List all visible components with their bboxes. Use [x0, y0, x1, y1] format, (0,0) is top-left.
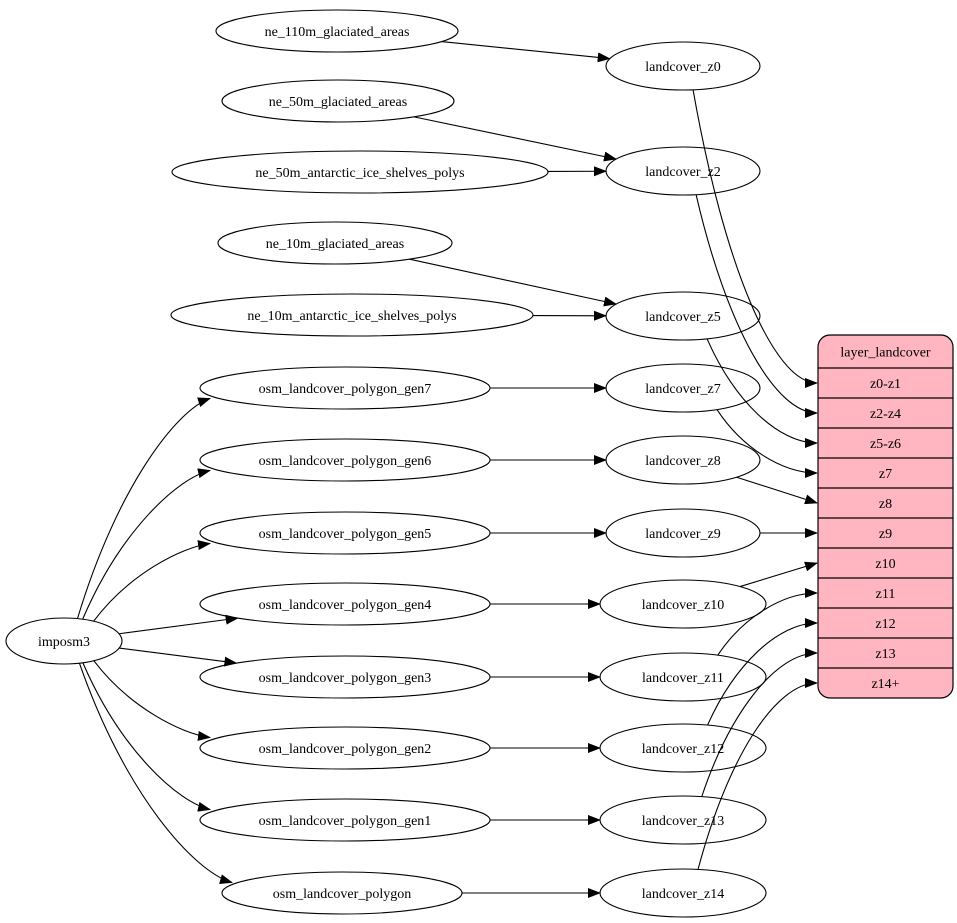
edge-landcover_z7-to-row-z7: [716, 409, 818, 478]
node-landcover_z7: landcover_z7: [605, 363, 761, 413]
table-row-z13: z13: [875, 647, 895, 662]
node-osm_landcover_polygon_gen5: osm_landcover_polygon_gen5: [199, 511, 491, 555]
edge-landcover_z2-to-row-z2-z4: [695, 194, 818, 418]
table-row-z9: z9: [879, 527, 892, 542]
edge-landcover_z14-to-row-z14+: [697, 678, 818, 870]
layer-landcover-table-frame: [817, 334, 954, 699]
node-osm_landcover_polygon_gen3: osm_landcover_polygon_gen3: [199, 655, 491, 699]
node-osm_landcover_polygon_gen4-label: osm_landcover_polygon_gen4: [259, 598, 432, 613]
node-osm_landcover_polygon_gen2: osm_landcover_polygon_gen2: [199, 726, 491, 770]
node-ne_50m_glaciated_areas: ne_50m_glaciated_areas: [221, 79, 455, 123]
table-row-z8: z8: [879, 497, 892, 512]
table-row-z7: z7: [879, 467, 892, 482]
node-ne_110m_glaciated_areas-shape: [215, 9, 459, 53]
edge-ne_10m_glaciated_areas-to-landcover_z5: [409, 258, 617, 307]
table-row-z11: z11: [876, 587, 896, 602]
edge-imposm3-to-osm_landcover_polygon_gen1: [82, 662, 211, 812]
edge-landcover_z0-to-row-z0-z1: [692, 89, 818, 388]
node-landcover_z5-label: landcover_z5: [645, 310, 720, 325]
node-landcover_z9: landcover_z9: [605, 508, 761, 558]
node-ne_50m_antarctic_ice_shelves_polys-label: ne_50m_antarctic_ice_shelves_polys: [255, 166, 464, 181]
node-landcover_z10: landcover_z10: [599, 579, 767, 629]
node-ne_50m_glaciated_areas-label: ne_50m_glaciated_areas: [269, 95, 407, 110]
table-row-z0-z1: z0-z1: [870, 377, 901, 392]
node-landcover_z0-shape: [605, 41, 761, 91]
node-ne_10m_antarctic_ice_shelves_polys: ne_10m_antarctic_ice_shelves_polys: [170, 293, 534, 337]
node-ne_50m_glaciated_areas-shape: [221, 79, 455, 123]
node-landcover_z2: landcover_z2: [605, 146, 761, 196]
node-landcover_z8-label: landcover_z8: [645, 454, 720, 469]
node-imposm3-label: imposm3: [38, 635, 90, 650]
node-osm_landcover_polygon_gen6: osm_landcover_polygon_gen6: [199, 438, 491, 482]
node-osm_landcover_polygon_gen4: osm_landcover_polygon_gen4: [199, 582, 491, 626]
node-imposm3: imposm3: [5, 617, 123, 665]
edge-landcover_z11-to-row-z11: [717, 588, 818, 656]
node-osm_landcover_polygon_gen3-label: osm_landcover_polygon_gen3: [259, 671, 432, 686]
node-landcover_z13-label: landcover_z13: [642, 814, 724, 829]
edge-imposm3-to-osm_landcover_polygon_gen6: [82, 468, 211, 620]
layer-landcover-table: layer_landcover z0-z1 z2-z4 z5-z6 z7 z8 z9 z10 z…: [817, 334, 954, 699]
node-landcover_z14-label: landcover_z14: [642, 887, 724, 902]
table-header: layer_landcover: [840, 345, 931, 360]
node-ne_110m_glaciated_areas: ne_110m_glaciated_areas: [215, 9, 459, 53]
edge-landcover_z13-to-row-z13: [701, 648, 818, 797]
table-row-z2-z4: z2-z4: [870, 407, 901, 422]
node-ne_10m_glaciated_areas-label: ne_10m_glaciated_areas: [266, 237, 404, 252]
edge-landcover_z12-to-row-z12: [707, 618, 818, 726]
table-row-z5-z6: z5-z6: [870, 437, 901, 452]
node-osm_landcover_polygon: osm_landcover_polygon: [221, 871, 463, 915]
node-ne_10m_glaciated_areas: ne_10m_glaciated_areas: [217, 221, 453, 265]
node-landcover_z10-label: landcover_z10: [642, 598, 724, 613]
edge-imposm3-to-osm_landcover_polygon: [78, 662, 233, 884]
node-landcover_z12: landcover_z12: [599, 723, 767, 773]
node-ne_10m_antarctic_ice_shelves_polys-label: ne_10m_antarctic_ice_shelves_polys: [247, 309, 456, 324]
node-osm_landcover_polygon_gen1: osm_landcover_polygon_gen1: [199, 798, 491, 842]
node-landcover_z2-label: landcover_z2: [645, 165, 720, 180]
node-ne_50m_antarctic_ice_shelves_polys-shape: [171, 150, 549, 194]
edge-landcover_z8-to-row-z8: [736, 476, 818, 505]
node-landcover_z14: landcover_z14: [599, 868, 767, 918]
edge-imposm3-to-osm_landcover_polygon_gen7: [76, 397, 211, 619]
edge-ne_50m_glaciated_areas-to-landcover_z2: [413, 116, 617, 162]
edge-imposm3-to-osm_landcover_polygon_gen3: [119, 647, 238, 667]
node-osm_landcover_polygon_gen6-label: osm_landcover_polygon_gen6: [259, 454, 432, 469]
node-landcover_z9-label: landcover_z9: [645, 527, 720, 542]
node-landcover_z7-label: landcover_z7: [645, 382, 720, 397]
edge-landcover_z10-to-row-z10: [739, 561, 818, 588]
node-osm_landcover_polygon_gen1-label: osm_landcover_polygon_gen1: [259, 814, 432, 829]
node-landcover_z11-label: landcover_z11: [642, 671, 724, 686]
node-landcover_z13: landcover_z13: [599, 795, 767, 845]
edge-imposm3-to-osm_landcover_polygon_gen5: [93, 540, 211, 622]
node-landcover_z11: landcover_z11: [599, 652, 767, 702]
node-ne_110m_glaciated_areas-label: ne_110m_glaciated_areas: [265, 25, 410, 40]
node-landcover_z0-label: landcover_z0: [645, 60, 720, 75]
node-landcover_z0: landcover_z0: [605, 41, 761, 91]
node-osm_landcover_polygon_gen7: osm_landcover_polygon_gen7: [199, 366, 491, 410]
table-row-z14+: z14+: [871, 677, 899, 692]
node-osm_landcover_polygon_gen2-label: osm_landcover_polygon_gen2: [259, 742, 432, 757]
node-imposm3-shape: [5, 617, 123, 665]
node-osm_landcover_polygon_gen7-label: osm_landcover_polygon_gen7: [259, 382, 432, 397]
node-ne_50m_antarctic_ice_shelves_polys: ne_50m_antarctic_ice_shelves_polys: [171, 150, 549, 194]
node-osm_landcover_polygon_gen5-label: osm_landcover_polygon_gen5: [259, 527, 432, 542]
edge-landcover_z5-to-row-z5-z6: [706, 338, 818, 448]
node-landcover_z12-label: landcover_z12: [642, 742, 724, 757]
table-row-z12: z12: [875, 617, 895, 632]
node-ne_10m_glaciated_areas-shape: [217, 221, 453, 265]
edge-imposm3-to-osm_landcover_polygon_gen4: [118, 614, 239, 635]
edge-ne_110m_glaciated_areas-to-landcover_z0: [441, 41, 611, 63]
edge-imposm3-to-osm_landcover_polygon_gen2: [93, 660, 211, 741]
node-landcover_z5: landcover_z5: [605, 291, 761, 341]
table-row-z10: z10: [875, 557, 895, 572]
node-osm_landcover_polygon-label: osm_landcover_polygon: [273, 887, 411, 902]
